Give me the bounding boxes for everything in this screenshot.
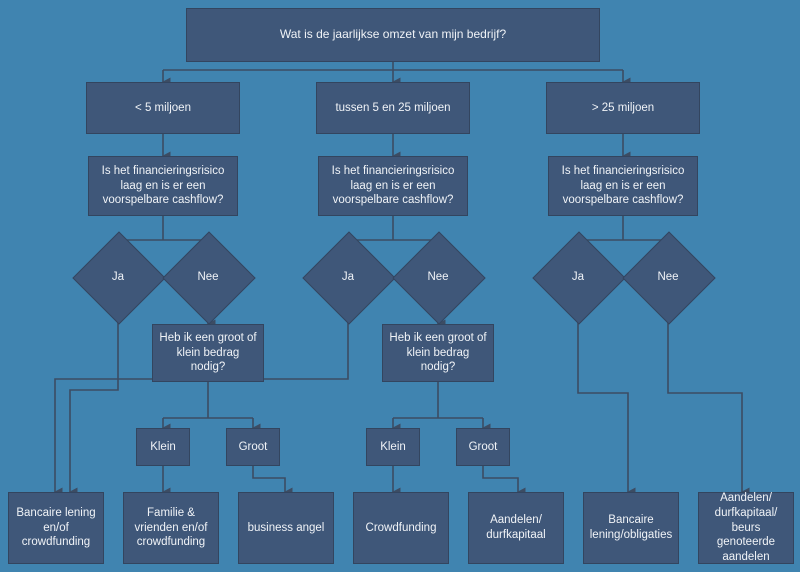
decision-left-yes[interactable] <box>72 231 166 325</box>
node-amount-mid-large[interactable]: Groot <box>456 428 510 466</box>
decision-right-no[interactable] <box>622 231 716 325</box>
node-result-aandelen-beurs[interactable]: Aandelen/ durfkapitaal/ beurs genoteerde… <box>698 492 794 564</box>
node-revenue-mid[interactable]: tussen 5 en 25 miljoen <box>316 82 470 134</box>
node-amount-left-large[interactable]: Groot <box>226 428 280 466</box>
decision-mid-yes[interactable] <box>302 231 396 325</box>
node-revenue-high[interactable]: > 25 miljoen <box>546 82 700 134</box>
node-risk-question-right[interactable]: Is het financieringsrisico laag en is er… <box>548 156 698 216</box>
node-risk-question-left[interactable]: Is het financieringsrisico laag en is er… <box>88 156 238 216</box>
node-result-familie-vrienden[interactable]: Familie & vrienden en/of crowdfunding <box>123 492 219 564</box>
node-risk-question-mid[interactable]: Is het financieringsrisico laag en is er… <box>318 156 468 216</box>
node-result-business-angel[interactable]: business angel <box>238 492 334 564</box>
node-result-crowdfunding[interactable]: Crowdfunding <box>353 492 449 564</box>
node-amount-mid-small[interactable]: Klein <box>366 428 420 466</box>
node-result-aandelen-durfkapitaal[interactable]: Aandelen/ durfkapitaal <box>468 492 564 564</box>
node-amount-left-small[interactable]: Klein <box>136 428 190 466</box>
node-revenue-low[interactable]: < 5 miljoen <box>86 82 240 134</box>
decision-mid-no[interactable] <box>392 231 486 325</box>
node-result-bancaire-crowdfunding[interactable]: Bancaire lening en/of crowdfunding <box>8 492 104 564</box>
node-root-question[interactable]: Wat is de jaarlijkse omzet van mijn bedr… <box>186 8 600 62</box>
node-result-bancaire-obligaties[interactable]: Bancaire lening/obligaties <box>583 492 679 564</box>
decision-left-no[interactable] <box>162 231 256 325</box>
decision-right-yes[interactable] <box>532 231 626 325</box>
node-amount-question-left[interactable]: Heb ik een groot of klein bedrag nodig? <box>152 324 264 382</box>
node-amount-question-mid[interactable]: Heb ik een groot of klein bedrag nodig? <box>382 324 494 382</box>
